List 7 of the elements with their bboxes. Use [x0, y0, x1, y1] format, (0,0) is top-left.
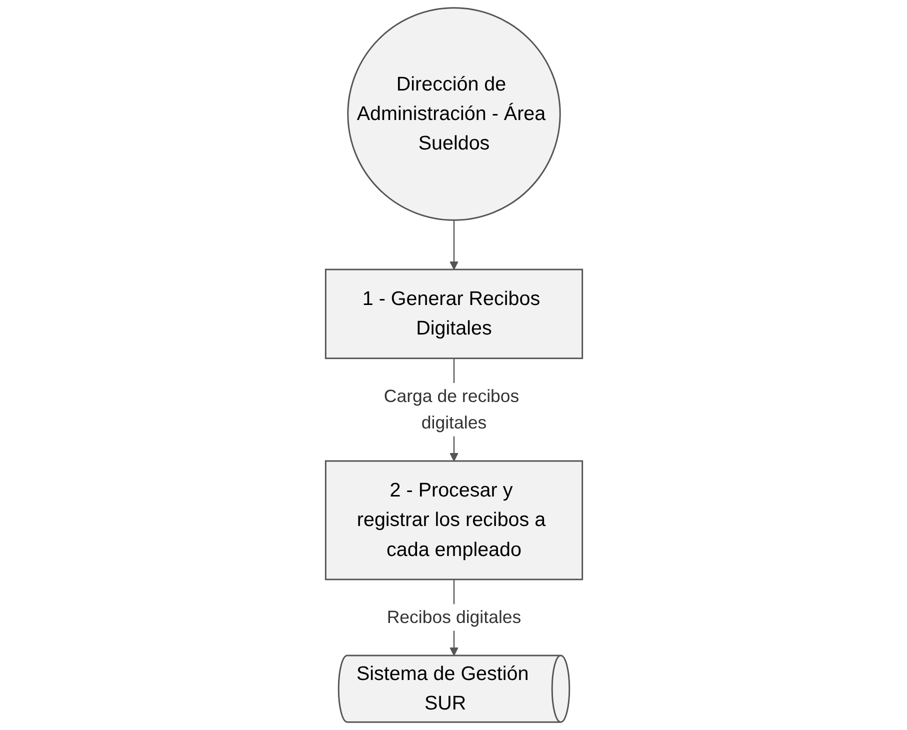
arrow [449, 220, 458, 270]
edge-label: Recibos digitales [386, 607, 521, 627]
node-text: Sistema de Gestión SUR [356, 663, 528, 714]
node-box: 2 - Procesar y registrar los recibos a cada empleado [324, 460, 583, 580]
node-box: 1 - Generar Recibos Digitales [324, 268, 583, 360]
node-circle: Dirección de Administración - Área Sueldos [346, 7, 560, 221]
edge-label: Carga de recibos digitales [383, 386, 519, 432]
